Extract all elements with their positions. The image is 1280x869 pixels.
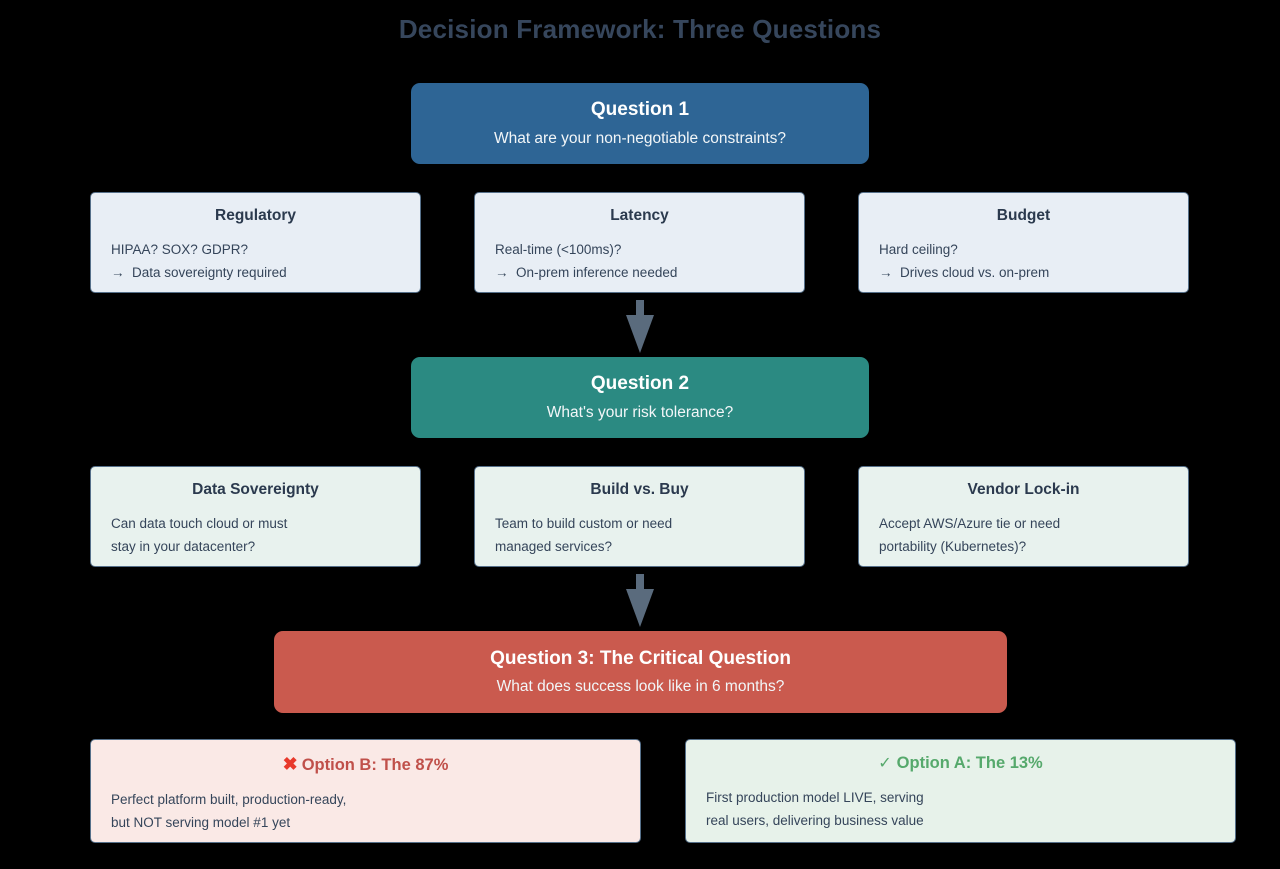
risk-card-data-sovereignty: Data Sovereignty Can data touch cloud or…	[90, 466, 421, 567]
question-1-title: Question 1	[590, 99, 690, 121]
option-a-title-text: Option A: The 13%	[896, 754, 1043, 772]
constraint-card-line-1: Hard ceiling?	[879, 241, 958, 257]
page-title: Decision Framework: Three Questions	[398, 14, 882, 44]
risk-card-line-1: Accept AWS/Azure tie or need	[879, 515, 1061, 531]
risk-card-line-2: stay in your datacenter?	[111, 538, 256, 554]
risk-card-title: Data Sovereignty	[192, 481, 319, 498]
option-b-line-2: but NOT serving model #1 yet	[111, 815, 291, 831]
question-2-subtitle: What's your risk tolerance?	[546, 403, 734, 421]
risk-card-line-2: portability (Kubernetes)?	[879, 538, 1027, 554]
constraint-card-line-2: → Data sovereignty required	[111, 264, 287, 280]
flow-arrow-down-icon	[626, 574, 654, 627]
option-a-title: ✓Option A: The 13%	[706, 754, 1215, 774]
constraint-card-title: Regulatory	[215, 207, 296, 224]
cross-mark-icon: ✖	[282, 754, 298, 774]
option-a-card: ✓Option A: The 13% First production mode…	[685, 739, 1236, 843]
check-mark-icon: ✓	[878, 755, 892, 772]
constraints-row: Regulatory HIPAA? SOX? GDPR? → Data sove…	[0, 192, 1280, 293]
constraint-card-line-2: → Drives cloud vs. on-prem	[879, 264, 1050, 280]
constraint-card-regulatory: Regulatory HIPAA? SOX? GDPR? → Data sove…	[90, 192, 421, 293]
option-a-line-2: real users, delivering business value	[706, 813, 924, 829]
constraint-card-line-2: → On-prem inference needed	[495, 264, 678, 280]
question-3-title: Question 3: The Critical Question	[490, 647, 791, 669]
option-a-line-1: First production model LIVE, serving	[706, 789, 924, 805]
option-b-line-1: Perfect platform built, production-ready…	[111, 791, 347, 807]
question-3-subtitle: What does success look like in 6 months?	[496, 678, 785, 696]
constraint-card-budget: Budget Hard ceiling? → Drives cloud vs. …	[858, 192, 1189, 293]
option-b-title: ✖Option B: The 87%	[111, 754, 620, 776]
question-3-banner: Question 3: The Critical Question What d…	[274, 631, 1007, 713]
constraint-card-line-1: Real-time (<100ms)?	[495, 241, 622, 257]
risk-row: Data Sovereignty Can data touch cloud or…	[0, 466, 1280, 567]
constraint-card-latency: Latency Real-time (<100ms)? → On-prem in…	[474, 192, 805, 293]
risk-card-line-1: Team to build custom or need	[495, 515, 673, 531]
constraint-card-title: Budget	[996, 207, 1051, 224]
constraint-card-title: Latency	[610, 207, 669, 224]
risk-card-line-2: managed services?	[495, 538, 613, 554]
risk-card-title: Vendor Lock-in	[967, 481, 1080, 498]
option-b-card: ✖Option B: The 87% Perfect platform buil…	[90, 739, 641, 843]
risk-card-vendor-lock-in: Vendor Lock-in Accept AWS/Azure tie or n…	[858, 466, 1189, 567]
flow-arrow-down-icon	[626, 300, 654, 353]
constraint-card-line-1: HIPAA? SOX? GDPR?	[111, 241, 249, 257]
question-1-banner: Question 1 What are your non-negotiable …	[411, 83, 869, 164]
question-2-banner: Question 2 What's your risk tolerance?	[411, 357, 869, 438]
question-2-title: Question 2	[590, 373, 690, 395]
risk-card-line-1: Can data touch cloud or must	[111, 515, 288, 531]
risk-card-build-vs-buy: Build vs. Buy Team to build custom or ne…	[474, 466, 805, 567]
risk-card-title: Build vs. Buy	[590, 481, 689, 498]
question-1-subtitle: What are your non-negotiable constraints…	[493, 129, 787, 147]
option-b-title-text: Option B: The 87%	[301, 756, 449, 774]
